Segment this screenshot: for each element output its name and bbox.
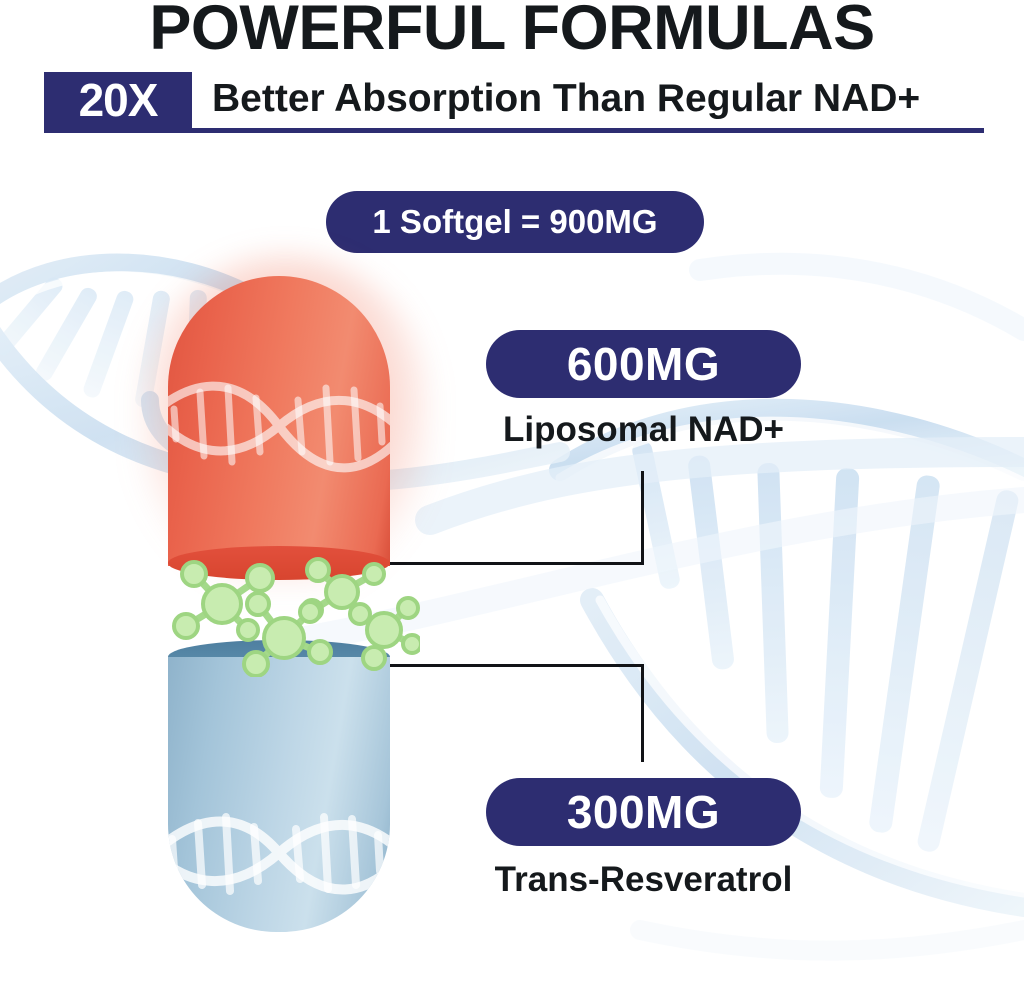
capsule-top-rim xyxy=(168,546,390,580)
multiplier-badge: 20X xyxy=(44,72,192,128)
ingredient-amount-badge-300mg: 300MG xyxy=(486,778,801,846)
page-title: POWERFUL FORMULAS xyxy=(149,0,875,63)
leader-line-top-horizontal xyxy=(332,562,644,565)
capsule-bottom-half xyxy=(168,657,390,932)
ingredient-amount-badge-600mg: 600MG xyxy=(486,330,801,398)
ingredient-name-liposomal-nad: Liposomal NAD+ xyxy=(502,410,784,449)
capsule-bottom-dna-overlay xyxy=(168,813,390,895)
leader-line-bottom-vertical xyxy=(641,664,644,762)
claim-text: Better Absorption Than Regular NAD+ xyxy=(212,77,921,120)
leader-line-bottom-horizontal xyxy=(336,664,644,667)
capsule-top-dna-overlay xyxy=(168,381,390,473)
ingredient-name-trans-resveratrol: Trans-Resveratrol xyxy=(494,860,793,899)
capsule-top-half xyxy=(168,276,390,566)
leader-line-top-vertical xyxy=(641,471,644,565)
softgel-total-badge: 1 Softgel = 900MG xyxy=(326,191,704,253)
claim-row: 20X Better Absorption Than Regular NAD+ xyxy=(44,72,982,128)
header-underline xyxy=(44,128,984,133)
